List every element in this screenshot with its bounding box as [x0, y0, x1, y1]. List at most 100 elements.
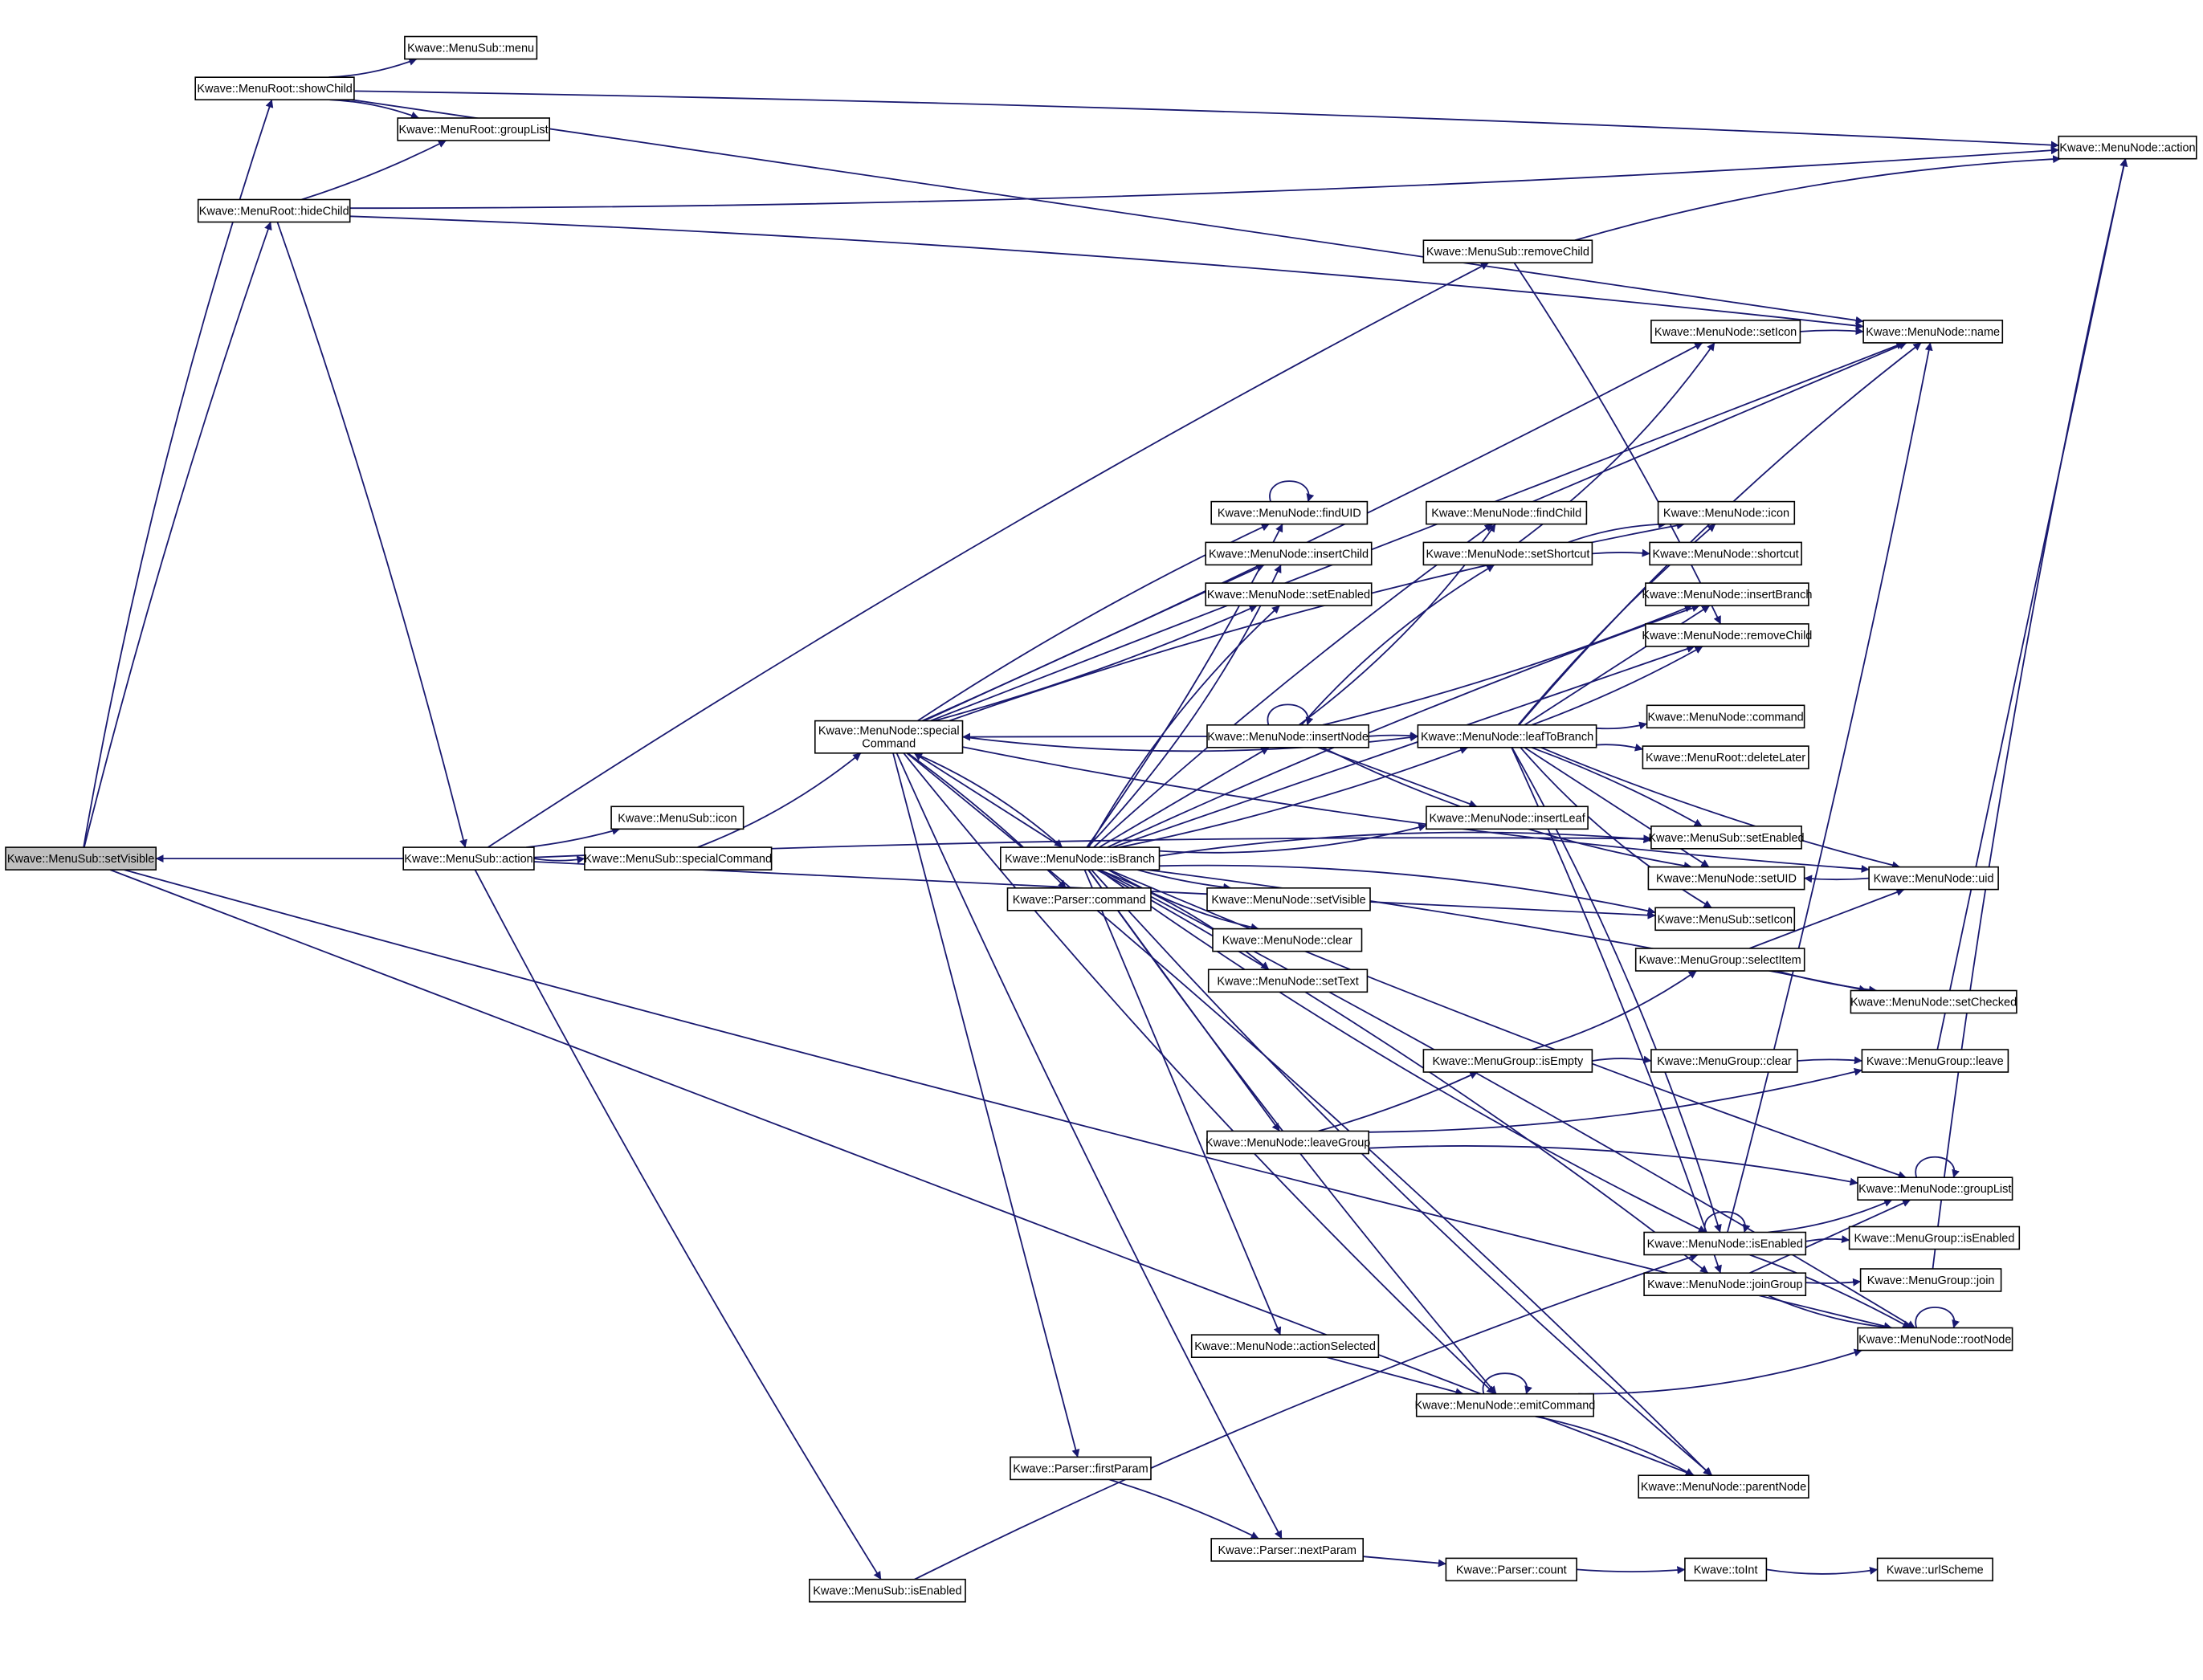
node-box: [2058, 135, 2197, 160]
graph-node[interactable]: Kwave::MenuNode::joinGroup: [1643, 1272, 1807, 1296]
graph-node[interactable]: Kwave::MenuNode::insertNode: [1206, 724, 1369, 748]
graph-node[interactable]: Kwave::MenuNode::setEnabled: [1205, 582, 1373, 606]
graph-node[interactable]: Kwave::MenuRoot::groupList: [397, 117, 551, 141]
node-label: Kwave::MenuNode::leafToBranch: [1421, 731, 1593, 744]
graph-node[interactable]: Kwave::MenuNode::setVisible: [1206, 887, 1371, 911]
graph-node[interactable]: Kwave::MenuGroup::join: [1859, 1268, 2002, 1292]
graph-node[interactable]: Kwave::MenuNode::command: [1646, 704, 1805, 729]
edge-isBranch-to-insertBranch: [1107, 604, 1700, 848]
node-box: [1445, 1557, 1577, 1582]
node-box: [1207, 968, 1369, 993]
graph-node[interactable]: Kwave::MenuNode::shortcut: [1649, 541, 1802, 566]
edge-leafToBranch-to-nodeCommand: [1596, 721, 1648, 730]
node-box: [1850, 989, 2017, 1014]
edge-setVisibleSub-to-hideChild: [83, 222, 272, 848]
edge-specialCommandNode-to-uid: [962, 746, 1870, 874]
graph-node[interactable]: Kwave::MenuRoot::hideChild: [197, 198, 351, 223]
graph-node[interactable]: Kwave::MenuRoot::showChild: [194, 76, 355, 100]
graph-node[interactable]: Kwave::MenuNode::icon: [1657, 500, 1796, 525]
graph-node[interactable]: Kwave::MenuNode::rootNode: [1857, 1327, 2013, 1352]
graph-node[interactable]: Kwave::MenuNode::setText: [1207, 968, 1369, 993]
node-label: Kwave::MenuNode::emitCommand: [1414, 1400, 1595, 1413]
graph-node[interactable]: Kwave::MenuNode::isEnabled: [1643, 1231, 1807, 1256]
edge-layer: [83, 58, 2128, 1580]
node-label: Kwave::MenuSub::menu: [407, 43, 534, 55]
edge-leafToBranch-to-nodeName: [1518, 342, 1922, 726]
graph-node[interactable]: Kwave::MenuNode::leaveGroup: [1206, 1130, 1371, 1155]
graph-node[interactable]: Kwave::MenuNode::isBranch: [1000, 846, 1161, 871]
graph-node[interactable]: Kwave::MenuNode::findChild: [1426, 500, 1588, 525]
node-label: Kwave::MenuNode::setEnabled: [1207, 589, 1370, 601]
edge-hideChild-to-nodeAction: [349, 146, 2059, 210]
edge-subAction-to-subIcon: [526, 827, 621, 848]
node-label: Kwave::MenuNode::removeChild: [1642, 630, 1812, 642]
node-box: [1857, 1176, 2013, 1201]
graph-node[interactable]: Kwave::MenuSub::specialCommand: [584, 846, 773, 871]
graph-node[interactable]: Kwave::MenuGroup::isEmpty: [1422, 1049, 1593, 1073]
graph-node[interactable]: Kwave::MenuNode::leafToBranch: [1417, 724, 1597, 748]
graph-node[interactable]: Kwave::MenuRoot::deleteLater: [1642, 745, 1809, 769]
graph-node[interactable]: Kwave::MenuNode::insertLeaf: [1426, 805, 1589, 830]
graph-node[interactable]: Kwave::MenuNode::setIcon: [1650, 320, 1801, 344]
node-box: [404, 35, 538, 60]
graph-node[interactable]: Kwave::MenuSub::setVisible: [5, 846, 157, 871]
graph-node[interactable]: Kwave::MenuNode::findUID: [1210, 500, 1369, 525]
node-box: [1210, 1538, 1364, 1562]
graph-node[interactable]: Kwave::MenuGroup::leave: [1861, 1049, 2009, 1073]
graph-node[interactable]: Kwave::MenuSub::isEnabled: [808, 1578, 966, 1603]
node-label: Kwave::MenuNode::parentNode: [1641, 1481, 1806, 1494]
graph-node[interactable]: Kwave::MenuNode::insertChild: [1205, 541, 1373, 566]
graph-node[interactable]: Kwave::MenuNode::groupList: [1857, 1176, 2013, 1201]
node-label: Kwave::MenuRoot::showChild: [197, 83, 352, 96]
graph-node[interactable]: Kwave::MenuNode::insertBranch: [1642, 582, 1812, 606]
graph-node[interactable]: Kwave::MenuNode::emitCommand: [1414, 1393, 1595, 1417]
graph-node[interactable]: Kwave::Parser::firstParam: [1010, 1456, 1152, 1481]
edge-isBranch-to-subSetEnabled: [1159, 831, 1652, 857]
node-label: Kwave::MenuNode::setShortcut: [1426, 548, 1589, 561]
node-box: [1634, 948, 1805, 972]
graph-node[interactable]: Kwave::MenuGroup::selectItem: [1634, 948, 1805, 972]
graph-node[interactable]: Kwave::MenuNode::actionSelected: [1190, 1334, 1380, 1358]
node-box: [1417, 724, 1597, 748]
edge-showChild-to-nodeAction: [353, 90, 2059, 149]
node-label: Kwave::MenuNode::insertNode: [1207, 731, 1369, 744]
node-label: Kwave::urlScheme: [1887, 1564, 1984, 1576]
graph-node[interactable]: Kwave::MenuNode::setShortcut: [1422, 541, 1593, 566]
node-box: [1857, 1327, 2013, 1352]
graph-node[interactable]: Kwave::Parser::count: [1445, 1557, 1577, 1582]
graph-node[interactable]: Kwave::toInt: [1684, 1557, 1768, 1582]
edge-nodeIsEnabled-to-groupIsEnabled: [1805, 1235, 1850, 1244]
node-layer: Kwave::MenuSub::setVisible Kwave::MenuRoo…: [5, 35, 2197, 1603]
graph-node[interactable]: Kwave::MenuSub::removeChild: [1422, 239, 1593, 264]
node-box: [1426, 805, 1589, 830]
graph-node[interactable]: Kwave::Parser::nextParam: [1210, 1538, 1364, 1562]
graph-node[interactable]: Kwave::MenuNode::setUID: [1647, 866, 1805, 891]
edge-leaveGroup-to-nodeGroupList: [1369, 1145, 1858, 1186]
graph-node[interactable]: Kwave::MenuSub::setEnabled: [1648, 826, 1805, 850]
node-label: Kwave::MenuSub::action: [404, 853, 532, 866]
graph-node[interactable]: Kwave::Parser::command: [1006, 887, 1152, 911]
edge-isBranch-to-subSetIcon: [1159, 864, 1656, 915]
edge-subSpecialCommand-to-specialCommandNode: [697, 752, 862, 848]
edge-emitCommand-to-emitCommand: [1482, 1372, 1532, 1395]
graph-node[interactable]: Kwave::MenuGroup::isEnabled: [1848, 1225, 2021, 1250]
graph-node[interactable]: Kwave::MenuSub::setIcon: [1654, 907, 1796, 932]
graph-node[interactable]: Kwave::MenuNode::name: [1862, 320, 2004, 344]
edge-groupIsEmpty-to-groupClear: [1592, 1055, 1652, 1064]
graph-node[interactable]: Kwave::MenuNode::setChecked: [1850, 989, 2017, 1014]
graph-node[interactable]: Kwave::MenuNode::removeChild: [1642, 623, 1812, 647]
graph-node[interactable]: Kwave::MenuGroup::clear: [1650, 1049, 1798, 1073]
graph-node[interactable]: Kwave::MenuNode::clear: [1212, 928, 1363, 952]
graph-node[interactable]: Kwave::urlScheme: [1876, 1557, 1993, 1582]
graph-node[interactable]: Kwave::MenuSub::icon: [610, 805, 745, 830]
edge-specialCommandNode-to-nodeSetEnabled: [933, 605, 1258, 722]
graph-node[interactable]: Kwave::MenuSub::menu: [404, 35, 538, 60]
node-label: Kwave::MenuGroup::join: [1867, 1274, 1995, 1287]
graph-node[interactable]: Kwave::MenuNode::uid: [1868, 866, 1999, 891]
graph-node[interactable]: Kwave::MenuNode::action: [2058, 135, 2197, 160]
edge-nodeIsEnabled-to-rootNode: [1749, 1254, 1911, 1329]
graph-node[interactable]: Kwave::MenuNode::parentNode: [1638, 1474, 1809, 1499]
graph-node[interactable]: Kwave::MenuSub::action: [402, 846, 535, 871]
